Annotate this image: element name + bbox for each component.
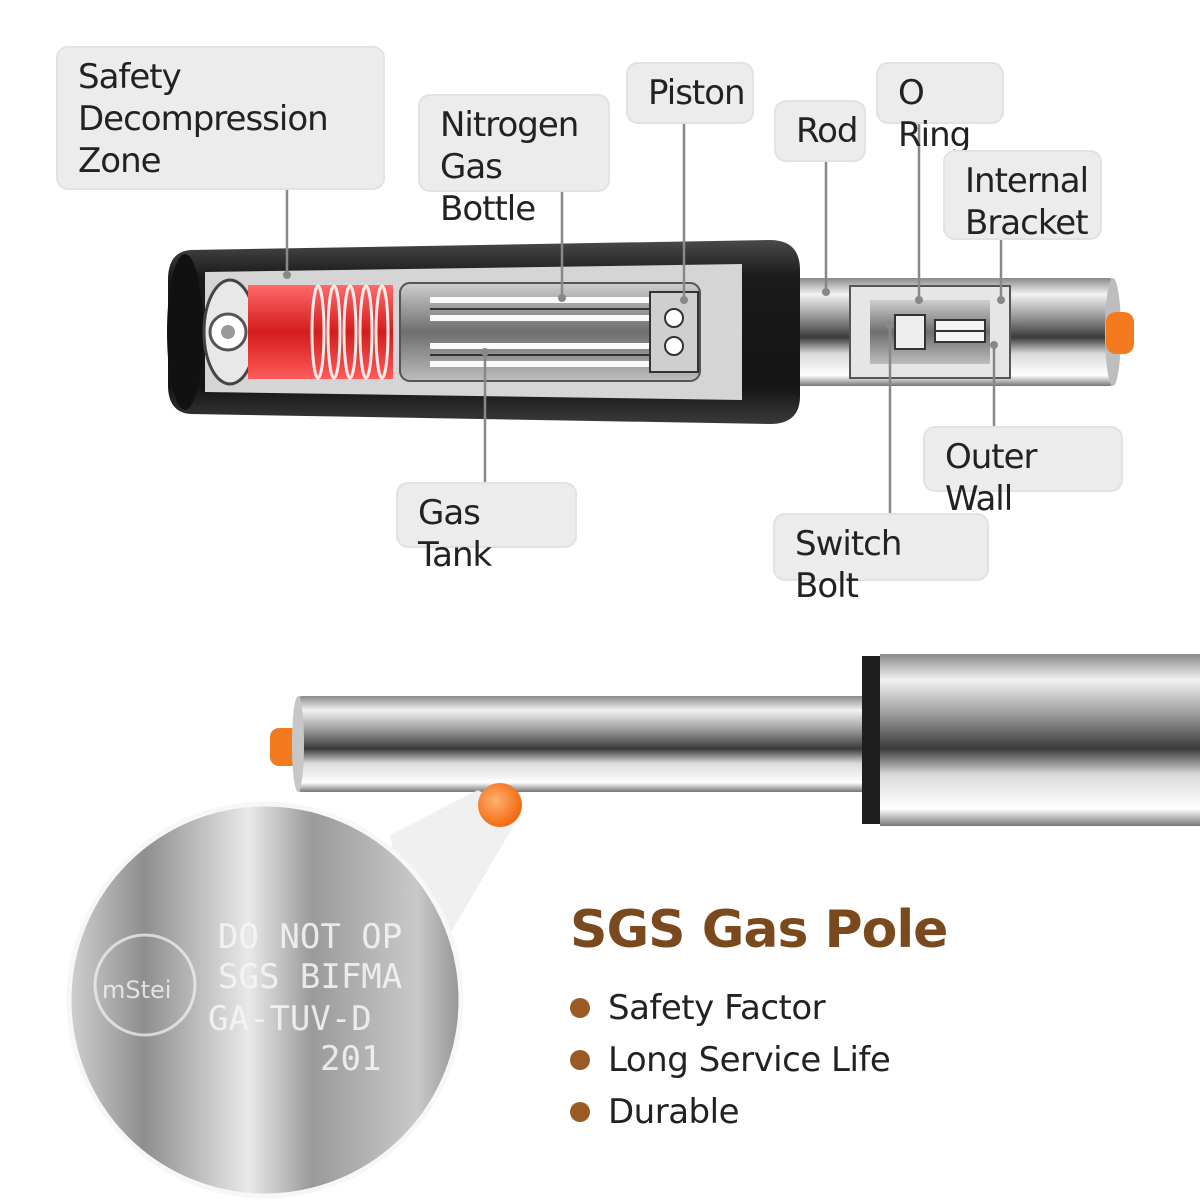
rod-end-cap — [1106, 312, 1134, 354]
piston-block — [649, 291, 699, 373]
engraving-line-1: DO NOT OP — [218, 917, 402, 957]
feature-label: Long Service Life — [608, 1040, 891, 1080]
engraving-line-2: SGS BIFMA — [218, 957, 402, 997]
engraving-line-3: GA-TUV-D — [208, 999, 372, 1039]
feature-item: Long Service Life — [570, 1034, 891, 1086]
engraving-zoom-circle: mStei DO NOT OP SGS BIFMA GA-TUV-D 201 — [66, 801, 464, 1199]
label-nitrogen-gas-bottle: Nitrogen Gas Bottle — [420, 96, 608, 229]
leader-lines — [285, 122, 1003, 515]
bullet-dot-icon — [570, 1102, 590, 1122]
label-internal-bracket: Internal Bracket — [945, 152, 1100, 243]
engraving-line-4: 201 — [320, 1039, 381, 1079]
feature-label: Safety Factor — [608, 988, 826, 1028]
label-outer-wall: Outer Wall — [925, 428, 1121, 519]
feature-item: Safety Factor — [570, 982, 890, 1034]
compression-zone — [248, 285, 393, 379]
product-pole — [270, 654, 1200, 826]
feature-item: Durable — [570, 1086, 890, 1138]
label-piston: Piston — [628, 64, 752, 122]
pole-body — [880, 654, 1200, 826]
label-rod: Rod — [776, 102, 864, 160]
label-gas-tank: Gas Tank — [398, 484, 575, 575]
label-switch-bolt: Switch Bolt — [775, 515, 987, 606]
label-o-ring: O Ring — [878, 64, 1002, 155]
feature-list: Safety Factor Long Service Life Durable — [570, 982, 891, 1138]
bullet-dot-icon — [570, 998, 590, 1018]
svg-text:mStei: mStei — [102, 976, 171, 1004]
product-title: SGS Gas Pole — [570, 900, 948, 960]
pole-rod — [296, 696, 871, 792]
pole-collar — [862, 656, 882, 824]
nitrogen-bottle — [399, 282, 701, 382]
feature-label: Durable — [608, 1092, 740, 1132]
label-safety-decompression-zone: Safety Decompression Zone — [58, 48, 383, 188]
cutaway-cylinder — [167, 240, 1134, 424]
bullet-dot-icon — [570, 1050, 590, 1070]
zoom-point-dot — [478, 783, 522, 827]
